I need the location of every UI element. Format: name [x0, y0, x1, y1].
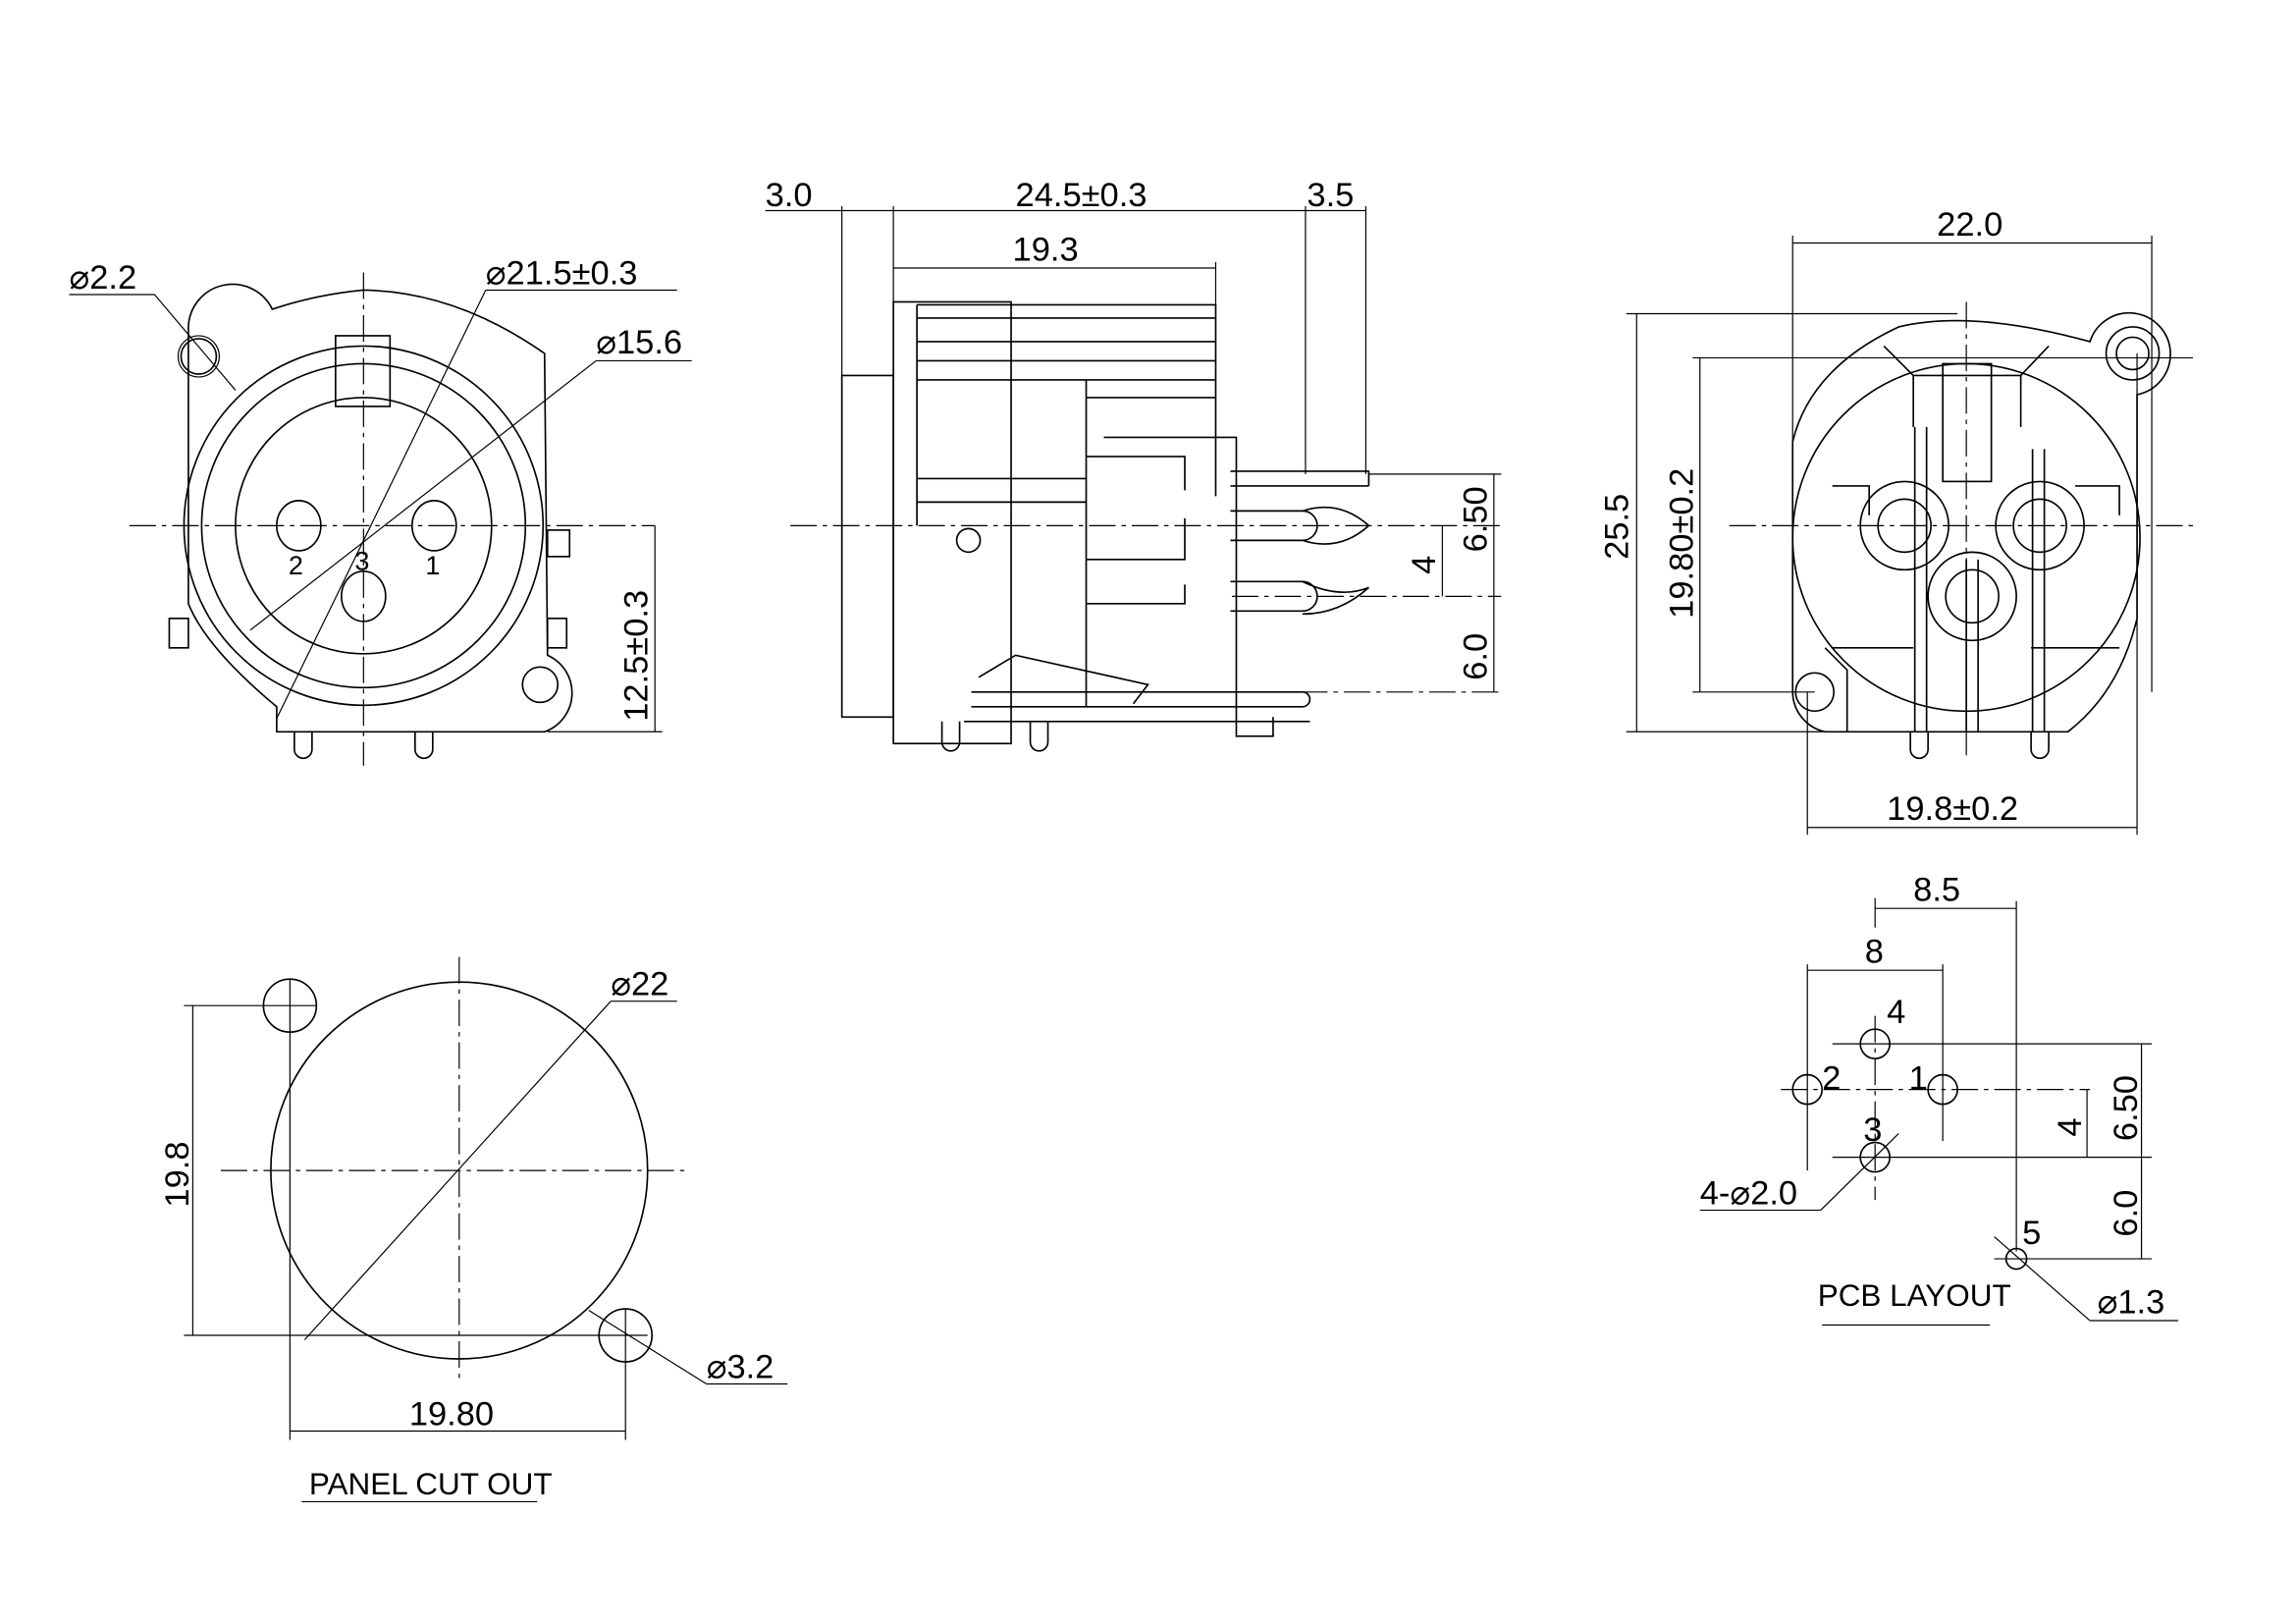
- pcb-dim-4-label: 4: [2052, 1117, 2089, 1136]
- pcb-pin-label-1: 1: [1909, 1060, 1928, 1098]
- side-flange-label: 3.0: [766, 177, 813, 214]
- pin-label-3: 3: [354, 546, 369, 575]
- mount-hole-bottom-right: [521, 666, 560, 704]
- front-view: ⌀2.2 ⌀21.5±0.3 ⌀15.6 12.5±0.3 2 3 1: [69, 254, 692, 766]
- rear-view: 22.0 25.5 19.80±0.2 19.8±0.2: [1598, 206, 2194, 836]
- pcb-dim-8-label: 8: [1865, 934, 1884, 971]
- front-inner-dia-label: ⌀15.6: [596, 324, 682, 361]
- pcb-pin-label-3: 3: [1863, 1111, 1882, 1149]
- side-pitch-650-label: 6.50: [1457, 486, 1494, 552]
- side-pin-length-label: 3.5: [1307, 177, 1354, 214]
- latch-key: [335, 335, 392, 407]
- rear-width-label: 22.0: [1937, 206, 2002, 244]
- rear-hole-vertical-label: 19.80±0.2: [1663, 468, 1700, 619]
- cutout-vertical-label: 19.8: [159, 1141, 196, 1207]
- pcb-dim-60-label: 6.0: [2108, 1190, 2145, 1237]
- front-hole-dia-label: ⌀2.2: [69, 259, 136, 297]
- pcb-pin-label-5: 5: [2022, 1215, 2041, 1252]
- pcb-dim-650-label: 6.50: [2108, 1075, 2145, 1141]
- pcb-hole-note-label: 4-⌀2.0: [1700, 1175, 1797, 1213]
- pin-label-1: 1: [425, 551, 440, 580]
- front-flange-outline: [187, 283, 573, 733]
- pcb-pin-label-4: 4: [1887, 994, 1905, 1031]
- rear-hole-horizontal-label: 19.8±0.2: [1887, 790, 2018, 828]
- side-body-length-label: 19.3: [1013, 231, 1079, 268]
- panel-cutout-title: PANEL CUT OUT: [309, 1467, 553, 1501]
- pin-label-2: 2: [289, 551, 303, 580]
- front-panel-flange: [840, 374, 894, 719]
- pcb-layout-view: 8.5 8 4 2 1 3 5 4-⌀2.0 4 6.50 6.0 ⌀1.3 P…: [1699, 872, 2179, 1326]
- cutout-hole-dia-label: ⌀3.2: [707, 1349, 774, 1386]
- cutout-horizontal-label: 19.80: [409, 1395, 494, 1433]
- pcb-layout-title: PCB LAYOUT: [1818, 1278, 2011, 1313]
- side-pitch-60-label: 6.0: [1457, 633, 1494, 680]
- front-height-label: 12.5±0.3: [618, 590, 656, 722]
- mount-hole-top-left: [180, 338, 218, 375]
- front-outer-dia-label: ⌀21.5±0.3: [486, 254, 638, 292]
- pcb-pin-label-2: 2: [1822, 1060, 1841, 1098]
- side-total-length-label: 24.5±0.3: [1016, 177, 1148, 214]
- rear-height-label: 25.5: [1598, 494, 1635, 560]
- panel-cutout-view: ⌀22 19.8 ⌀3.2 19.80 PANEL CUT OUT: [159, 956, 788, 1503]
- side-view: 3.0 24.5±0.3 3.5 19.3 6.50 4 6.0: [765, 177, 1502, 752]
- pcb-dim-85-label: 8.5: [1913, 872, 1960, 909]
- housing-front: [892, 300, 1012, 745]
- pcb-pin5-dia-label: ⌀1.3: [2098, 1284, 2165, 1322]
- cutout-dia-label: ⌀22: [611, 966, 668, 1003]
- rear-housing-outline: [1791, 311, 2171, 733]
- rear-mount-hole: [2105, 326, 2161, 381]
- side-pitch-4-label: 4: [1406, 556, 1443, 574]
